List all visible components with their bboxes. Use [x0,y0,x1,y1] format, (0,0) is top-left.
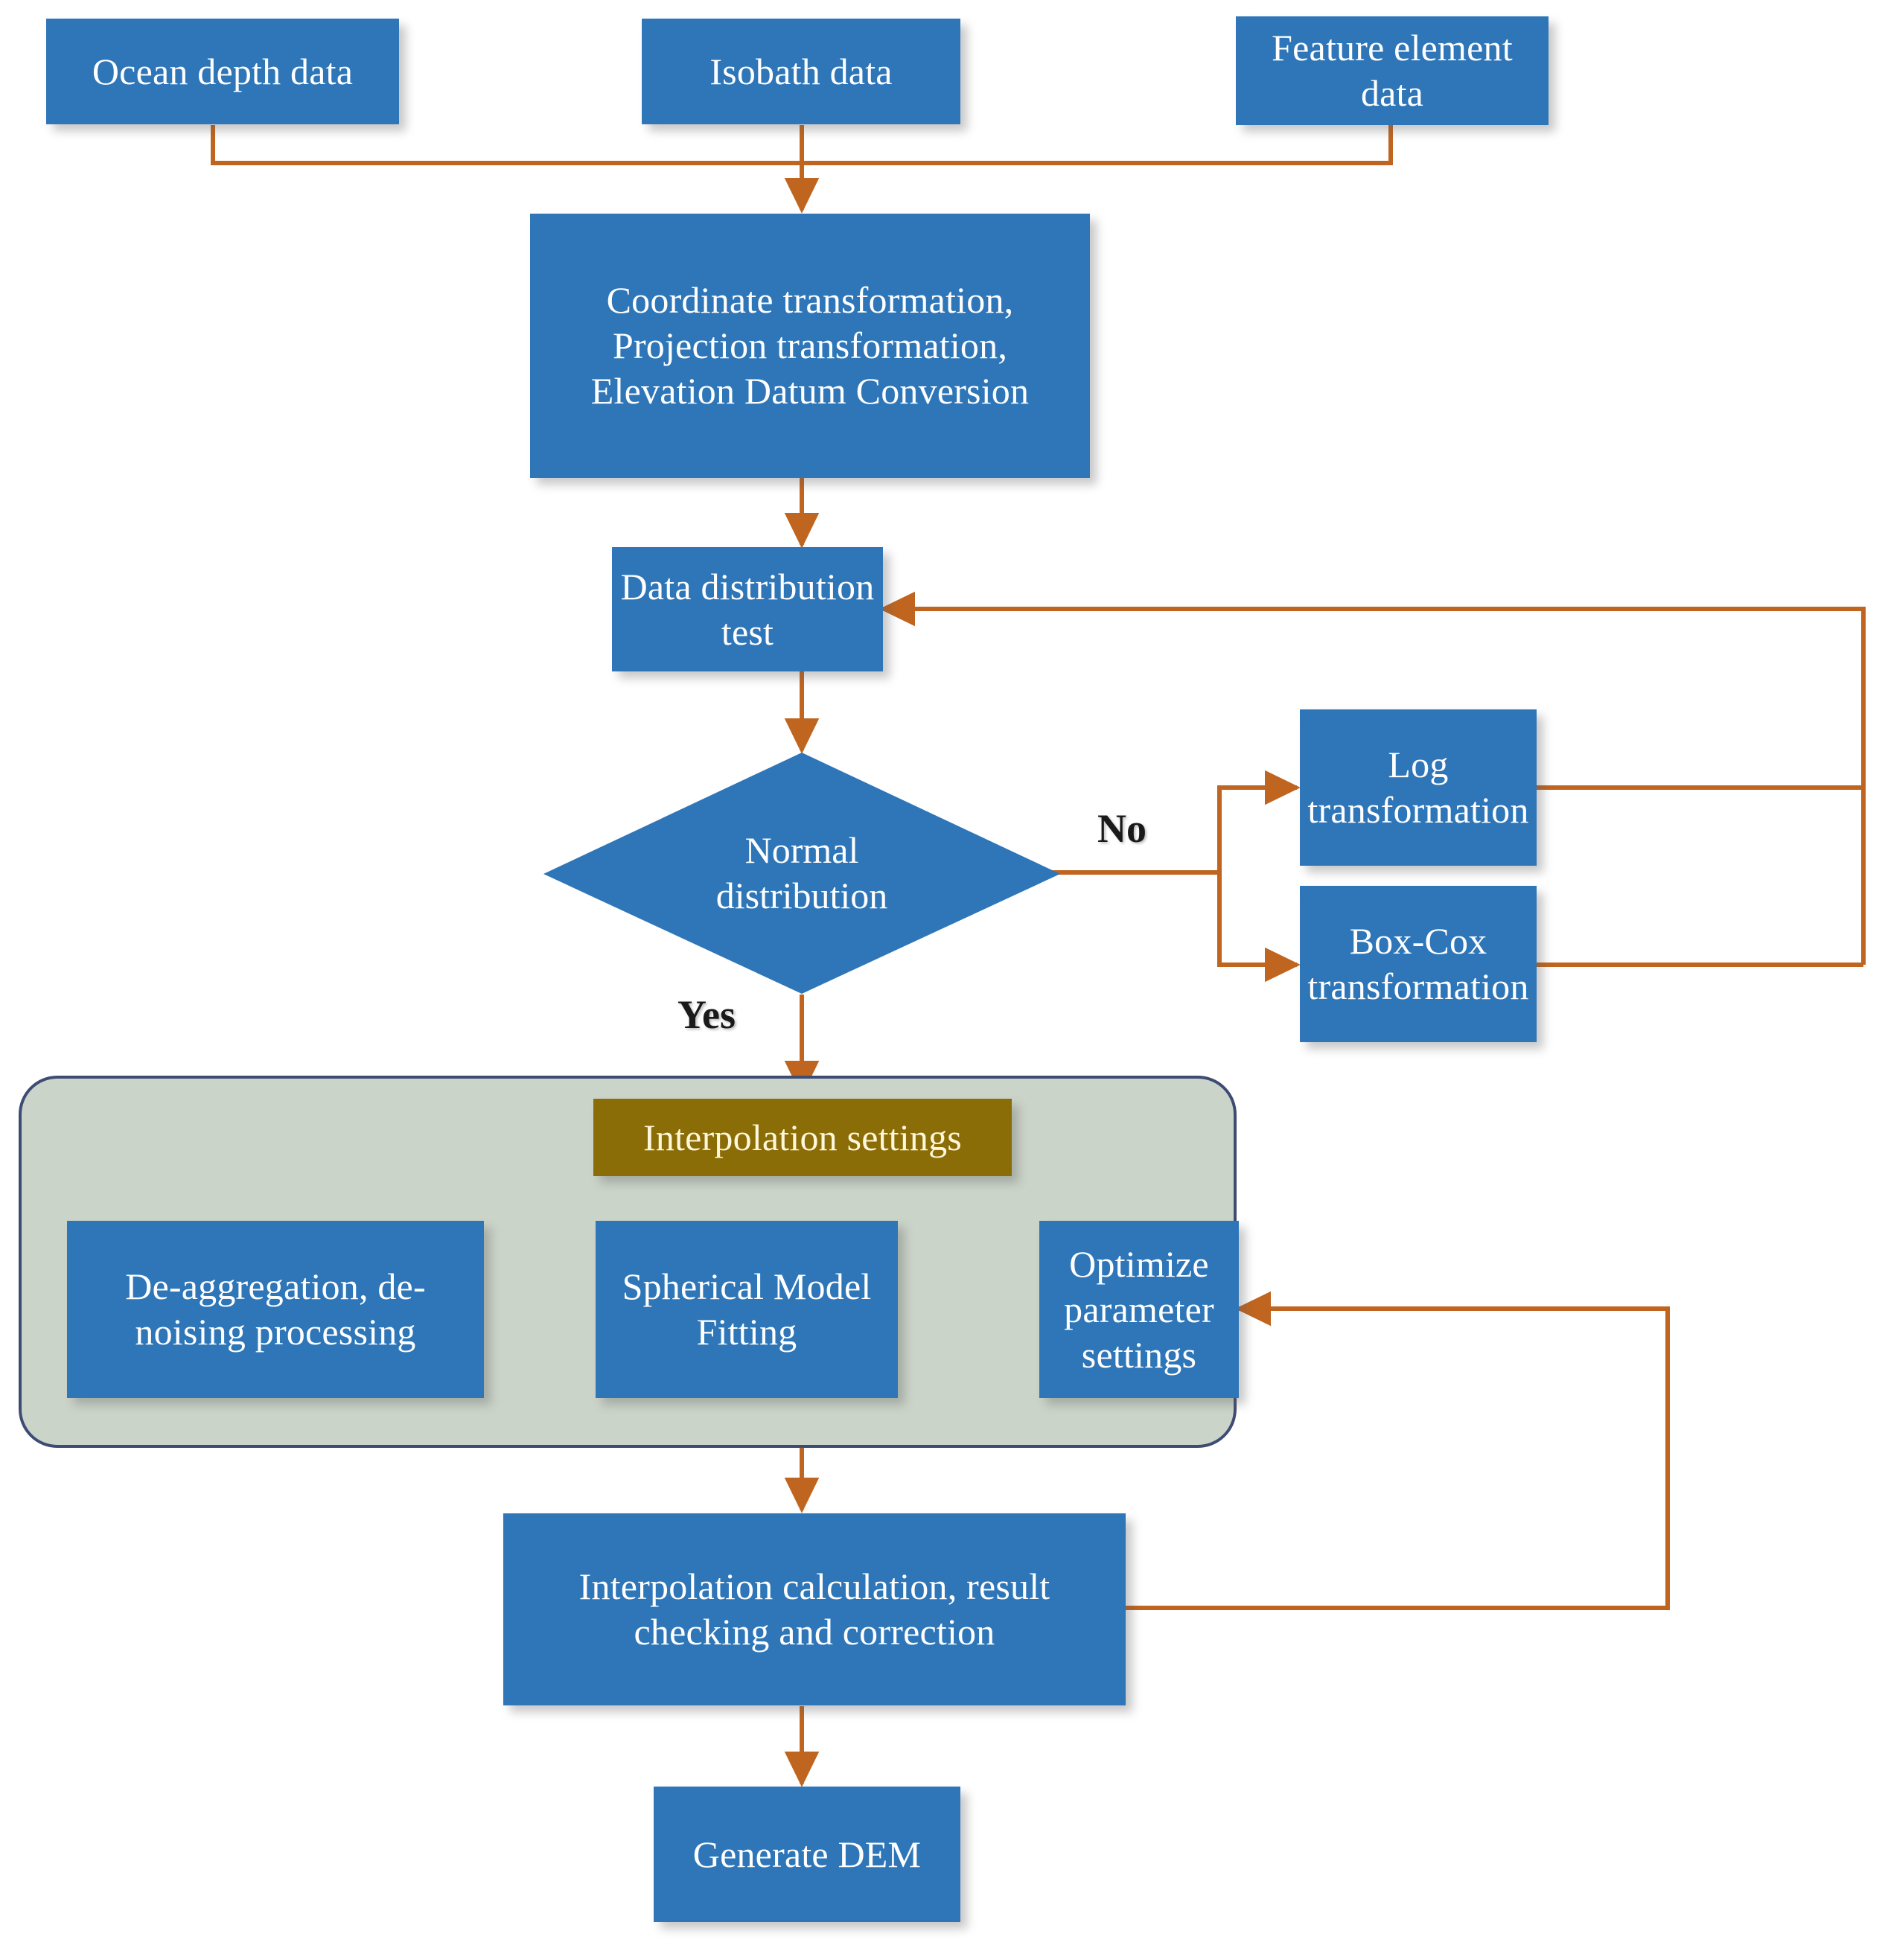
node-feature-element-data[interactable]: Feature element data [1236,16,1549,125]
node-interpolation-settings-label: Interpolation settings [643,1116,962,1158]
node-interpolation-calculation-label: Interpolation calculation, result checki… [578,1565,1050,1653]
node-interpolation-settings[interactable]: Interpolation settings [593,1099,1012,1176]
node-log-transformation-label: Log transformation [1307,744,1529,831]
node-box-cox-transformation-label: Box-Cox transformation [1307,920,1529,1007]
node-ocean-depth-data[interactable]: Ocean depth data [46,19,399,124]
node-spherical-model-fitting[interactable]: Spherical Model Fitting [596,1221,898,1398]
coordinate-line-1: Coordinate transformation, [606,279,1014,321]
edge-label-no: No [1097,805,1146,852]
node-normal-distribution-decision[interactable] [541,750,1062,996]
node-data-distribution-test-label: Data distribution test [620,565,875,653]
diamond-shape [543,753,1060,994]
node-generate-dem[interactable]: Generate DEM [654,1787,960,1922]
edge-label-yes: Yes [677,992,736,1038]
node-log-transformation[interactable]: Log transformation [1300,709,1537,866]
coordinate-line-3: Elevation Datum Conversion [590,370,1030,412]
node-isobath-data[interactable]: Isobath data [642,19,960,124]
node-interpolation-calculation[interactable]: Interpolation calculation, result checki… [503,1513,1126,1705]
node-ocean-depth-data-label: Ocean depth data [92,50,354,92]
node-box-cox-transformation[interactable]: Box-Cox transformation [1300,886,1537,1042]
node-optimize-parameter-settings[interactable]: Optimize parameter settings [1039,1221,1239,1398]
node-de-aggregation-denoising[interactable]: De-aggregation, de-noising processing [67,1221,484,1398]
node-coordinate-transformation-label: Coordinate transformation,Projection tra… [576,278,1044,414]
node-isobath-data-label: Isobath data [709,50,893,92]
node-de-aggregation-denoising-label: De-aggregation, de-noising processing [125,1265,426,1353]
edge-label-no-text: No [1097,806,1146,851]
node-data-distribution-test[interactable]: Data distribution test [612,547,883,671]
node-feature-element-data-label: Feature element data [1272,27,1513,114]
coordinate-line-2: Projection transformation, [612,325,1008,366]
edge-label-yes-text: Yes [677,992,736,1037]
normal-distribution-text: Normal distribution [715,829,888,916]
node-spherical-model-fitting-label: Spherical Model Fitting [622,1265,872,1353]
node-coordinate-transformation[interactable]: Coordinate transformation,Projection tra… [530,214,1090,478]
node-normal-distribution-label: Normal distribution [657,795,947,951]
node-optimize-parameter-settings-label: Optimize parameter settings [1064,1242,1214,1376]
node-generate-dem-label: Generate DEM [692,1833,922,1875]
